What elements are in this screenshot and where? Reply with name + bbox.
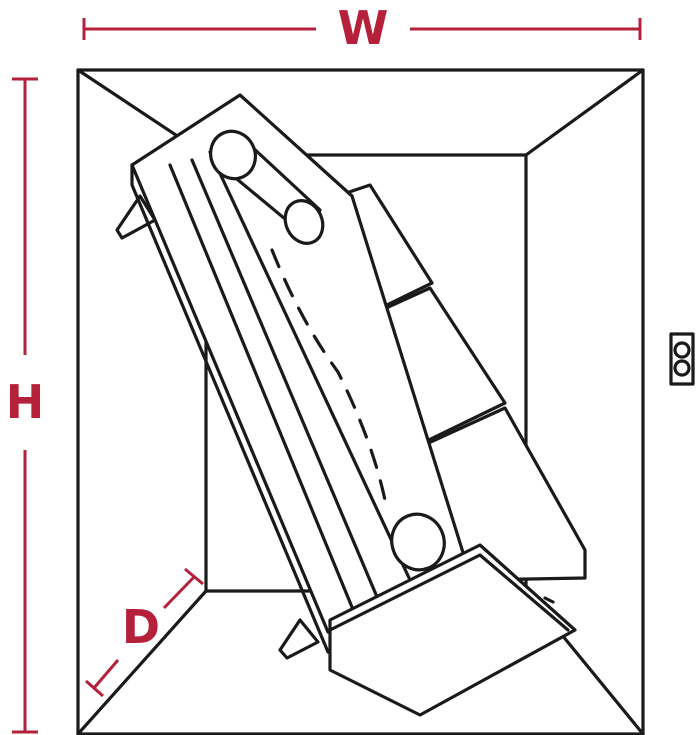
bolster-top-end xyxy=(209,129,257,181)
sofa-base-top-edge xyxy=(328,553,570,632)
outlet-icon xyxy=(669,332,695,386)
sofa-back-inner-line-3 xyxy=(208,150,412,582)
sofa-back-inner-line-2 xyxy=(190,158,382,606)
depth-tick-top xyxy=(184,567,204,586)
cabinet-corner-top-right xyxy=(524,68,645,157)
sofa-back-edge xyxy=(130,163,330,654)
depth-label: D xyxy=(122,600,160,654)
sofa-bed xyxy=(115,93,587,717)
width-label: W xyxy=(338,1,389,55)
bolster-pillow-bottom xyxy=(390,512,446,572)
depth-dimension: D xyxy=(85,567,204,698)
width-dimension: W xyxy=(82,1,642,55)
sofa-foot-bottom-left xyxy=(278,618,320,660)
depth-line-bottom xyxy=(92,659,120,689)
bolster-pillow-top xyxy=(209,129,325,245)
cabinet-corner-bottom-left xyxy=(76,589,208,735)
depth-tick-bottom xyxy=(85,679,104,698)
sofa-base-notch xyxy=(543,596,555,604)
sofa-back-inner-line-1 xyxy=(168,163,356,614)
mattress-fold-line xyxy=(270,248,387,502)
sofa-base-block xyxy=(328,543,577,717)
outlet-plate xyxy=(669,332,695,386)
outlet-socket-bottom xyxy=(673,359,691,377)
outlet-socket-top xyxy=(673,341,691,359)
depth-line-top xyxy=(162,575,196,610)
height-dimension: H xyxy=(6,77,45,734)
bolster-bottom-end xyxy=(390,512,446,572)
cabinet-outer-frame xyxy=(76,68,645,735)
height-label: H xyxy=(6,375,45,429)
bolster-top-end-far xyxy=(283,199,325,245)
